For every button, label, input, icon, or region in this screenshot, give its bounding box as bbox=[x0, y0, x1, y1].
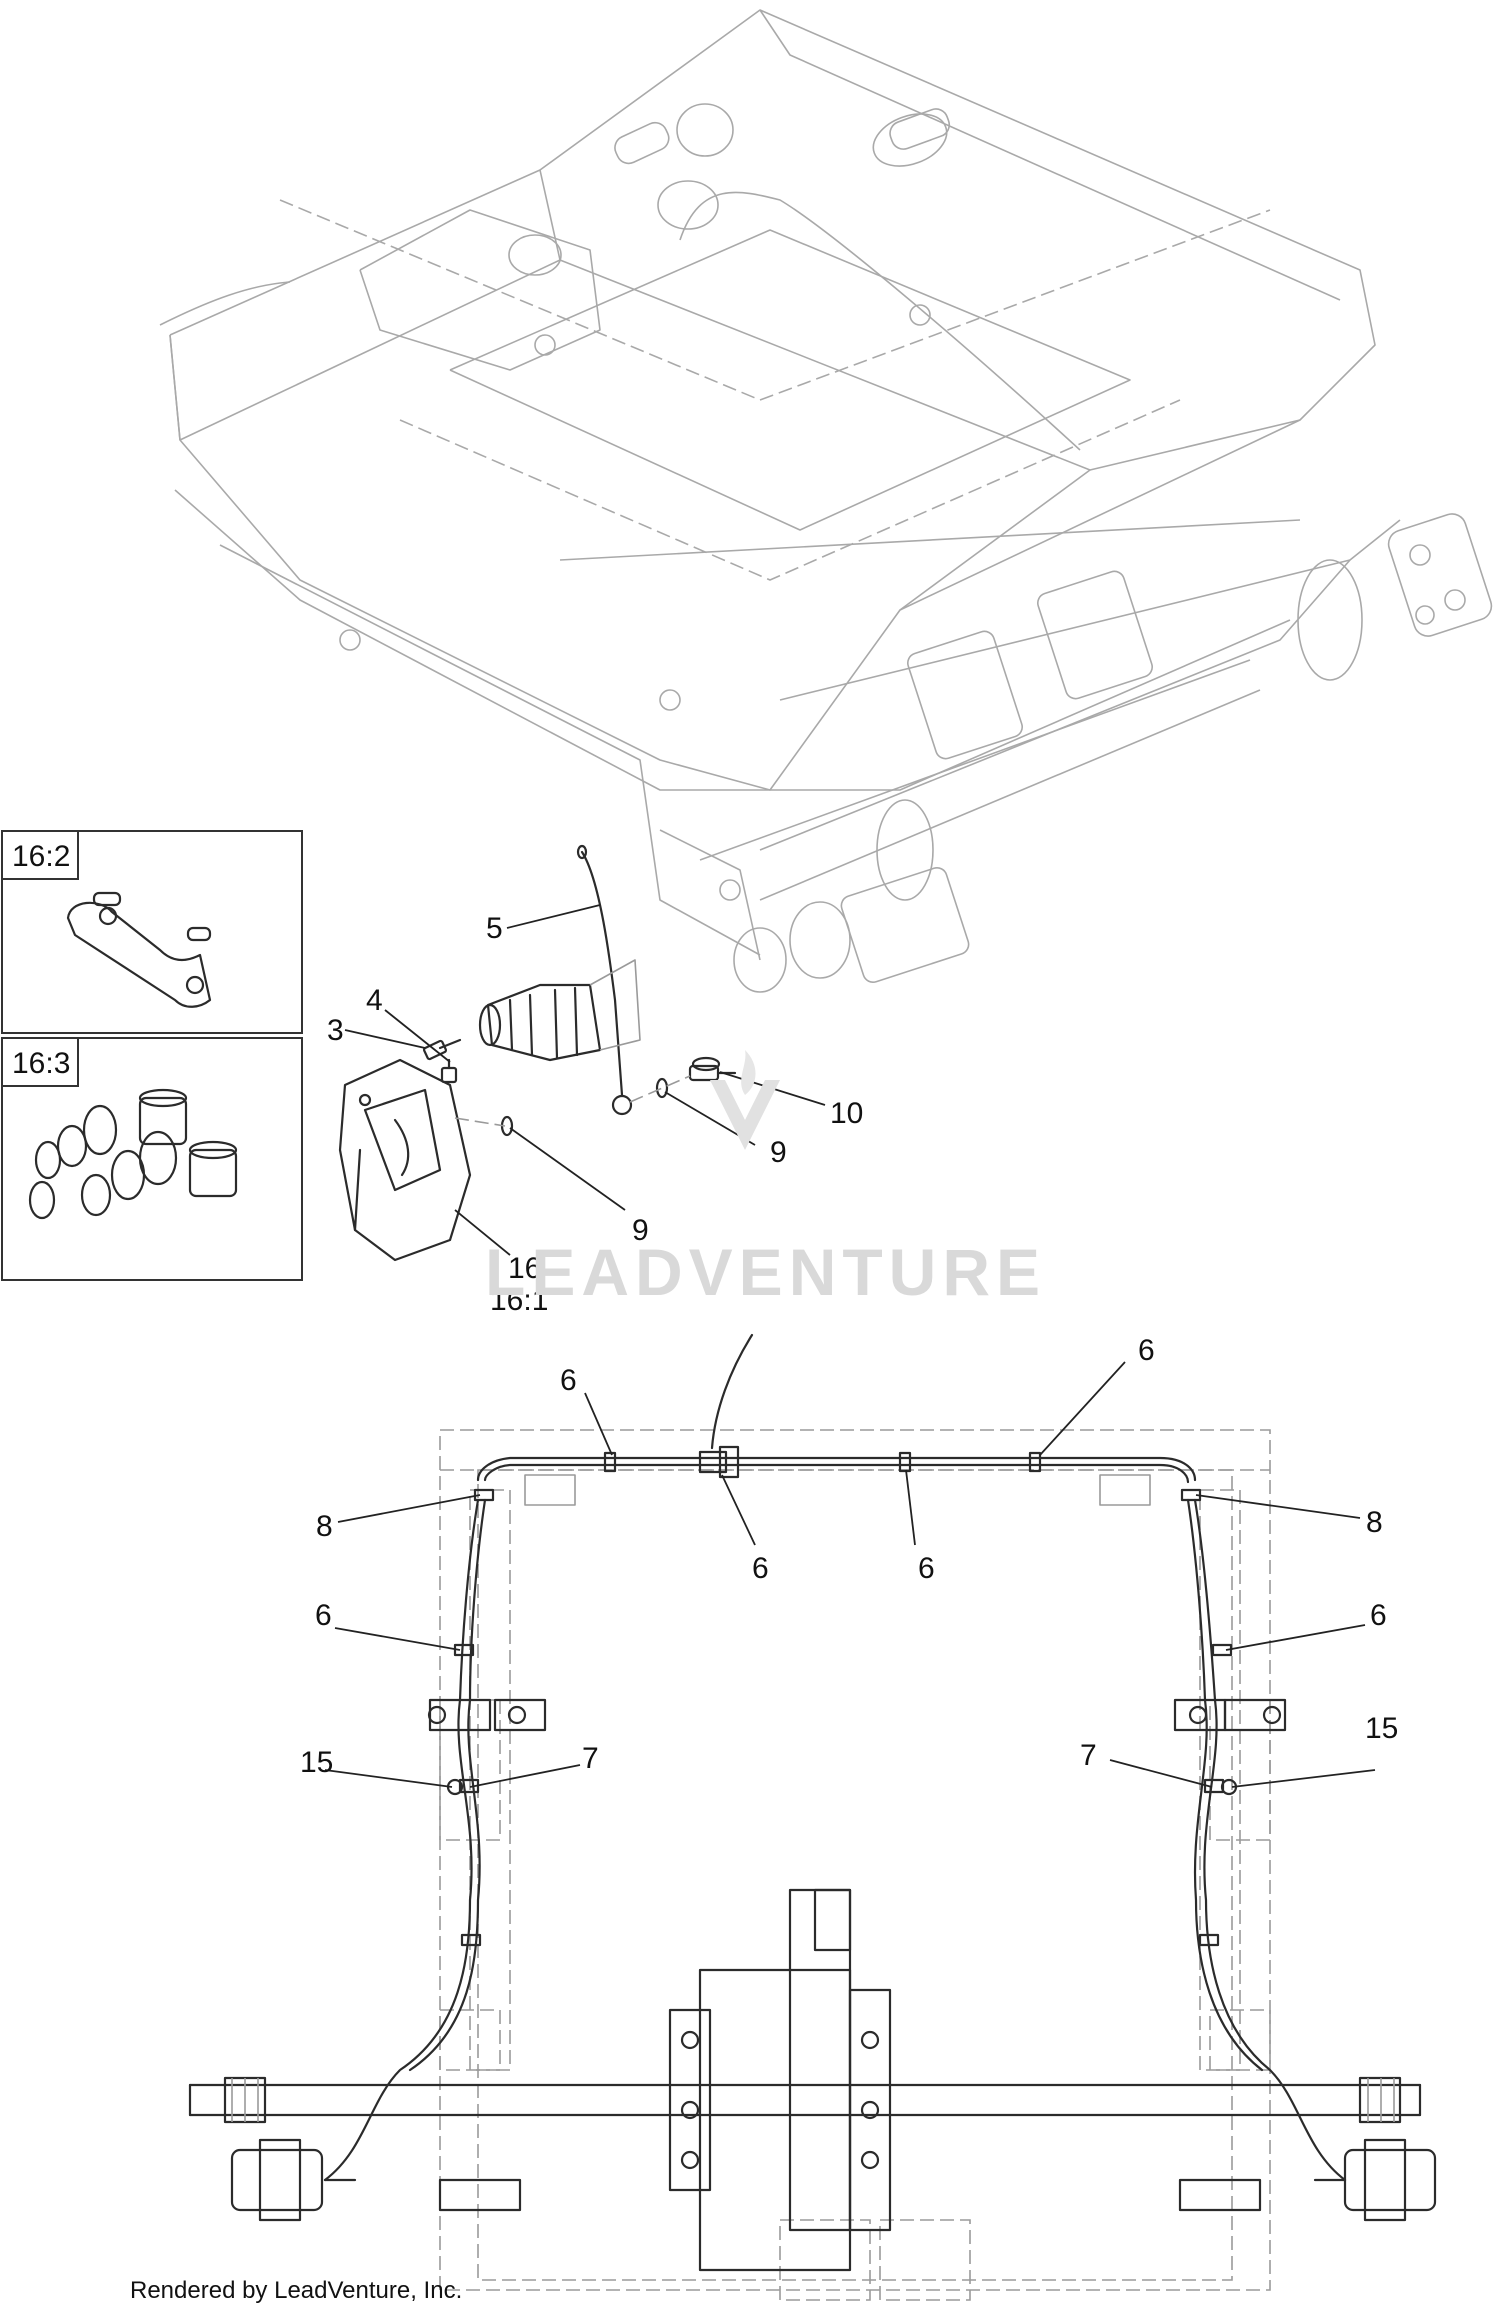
right-caliper bbox=[1313, 2138, 1437, 2222]
brake-line bbox=[580, 850, 624, 1097]
callout-15-left: 15 bbox=[300, 1746, 333, 1779]
detail-box-16-3: 16:3 bbox=[1, 1037, 303, 1281]
seal-kit-illustration bbox=[28, 1088, 238, 1220]
axle-shaft bbox=[478, 959, 641, 1062]
banjo-bolt-10 bbox=[688, 1056, 737, 1082]
callout-6-top-right: 6 bbox=[1138, 1334, 1155, 1367]
lower-frame-ghost bbox=[439, 1429, 1271, 2301]
lower-callout-leaders bbox=[324, 1361, 1376, 1788]
callout-3: 3 bbox=[327, 1014, 344, 1047]
callout-6-right: 6 bbox=[1370, 1599, 1387, 1632]
caliper-bracket-illustration bbox=[66, 891, 212, 1008]
bolt-3 bbox=[422, 1038, 462, 1061]
callout-16: 16 bbox=[508, 1252, 541, 1285]
callout-8-left: 8 bbox=[316, 1510, 333, 1543]
transaxle bbox=[668, 1888, 892, 2272]
callout-9a: 9 bbox=[770, 1136, 787, 1169]
callout-7-right: 7 bbox=[1080, 1739, 1097, 1772]
callout-6-left: 6 bbox=[315, 1599, 332, 1632]
callout-7-left: 7 bbox=[582, 1742, 599, 1775]
watermark: LEADVENTURE bbox=[485, 1050, 1046, 1309]
washer-9a bbox=[655, 1077, 669, 1099]
mount-blocks bbox=[427, 1698, 1287, 2212]
right-caliper-ghost bbox=[1387, 513, 1493, 637]
box-label-16-2: 16:2 bbox=[12, 840, 70, 873]
callout-4: 4 bbox=[366, 984, 383, 1017]
callout-9b: 9 bbox=[632, 1214, 649, 1247]
line-clips bbox=[446, 1445, 1238, 1947]
bleeder-4 bbox=[440, 1058, 458, 1084]
callout-6-top-left: 6 bbox=[560, 1364, 577, 1397]
callout-15-right: 15 bbox=[1365, 1712, 1398, 1745]
callout-5: 5 bbox=[486, 912, 503, 945]
left-caliper bbox=[230, 2138, 357, 2222]
brake-line-routing bbox=[323, 1333, 1347, 2182]
callout-8-right: 8 bbox=[1366, 1506, 1383, 1539]
svg-text:LEADVENTURE: LEADVENTURE bbox=[485, 1235, 1046, 1309]
callout-10: 10 bbox=[830, 1097, 863, 1130]
render-credit: Rendered by LeadVenture, Inc. bbox=[130, 2277, 462, 2304]
brake-caliper-16 bbox=[338, 1058, 472, 1262]
brake-assembly-exploded bbox=[338, 844, 737, 1262]
chassis-frame-ghost bbox=[159, 9, 1493, 993]
callout-16-1: 16:1 bbox=[490, 1284, 548, 1317]
box-label-16-3: 16:3 bbox=[12, 1047, 70, 1080]
detail-box-16-2: 16:2 bbox=[1, 830, 303, 1034]
callout-6-center-left: 6 bbox=[752, 1552, 769, 1585]
callout-6-center-right: 6 bbox=[918, 1552, 935, 1585]
rear-axle bbox=[188, 2076, 1422, 2124]
